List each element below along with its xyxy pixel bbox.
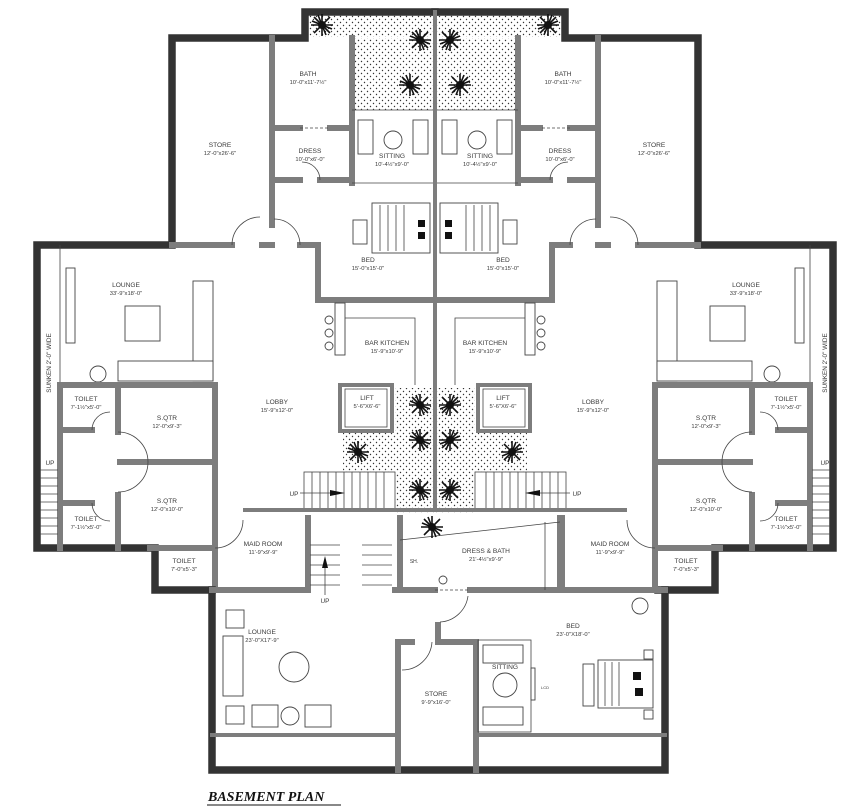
sqtr-lower-right-size: 12'-0"x10'-0" (690, 507, 722, 513)
sqtr-upper-left-name: S.QTR (157, 415, 177, 422)
shower-label: SH. (410, 559, 418, 565)
bar-kitchen-right-name: BAR KITCHEN (463, 340, 508, 347)
bar-kitchen-left-name: BAR KITCHEN (365, 340, 410, 347)
plan-title: BASEMENT PLAN (207, 790, 325, 805)
toilet-lower-right-name: TOILET (775, 516, 798, 523)
toilet-lower-left-name: TOILET (75, 516, 98, 523)
lift-left-size: 5'-6"X6'-6" (354, 404, 381, 410)
dress-right-size: 10'-0"x6'-0" (545, 157, 574, 163)
lounge-left-size: 33'-9"x18'-0" (110, 291, 142, 297)
store-bottom-size: 9'-9"x16'-0" (421, 700, 450, 706)
dress-and-bath-size: 21'-4½"x9'-9" (469, 556, 503, 563)
dress-and-bath-name: DRESS & BATH (462, 548, 510, 555)
bed-bottom-name: BED (566, 623, 580, 630)
room-labels: BATH10'-0"x11'-7½"BATH10'-0"x11'-7½"STOR… (46, 71, 830, 706)
sqtr-lower-right-name: S.QTR (696, 498, 716, 505)
bed-left-size: 15'-0"x15'-0" (352, 266, 384, 272)
toilet-upper-left-size: 7'-1½"x5'-0" (71, 404, 102, 411)
dress-left-size: 10'-0"x6'-0" (295, 157, 324, 163)
toilet-maid-left-size: 7'-0"x5'-3" (171, 567, 197, 573)
toilet-maid-left-name: TOILET (173, 558, 196, 565)
up-label-right-lobby: UP (573, 491, 582, 498)
sitting-right-name: SITTING (467, 153, 493, 160)
bath-left-size: 10'-0"x11'-7½" (290, 79, 327, 86)
toilet-maid-right-name: TOILET (675, 558, 698, 565)
store-right-name: STORE (643, 142, 666, 149)
lift-left-name: LIFT (360, 395, 374, 402)
plan-left-half (37, 12, 435, 590)
up-label-left-side: UP (46, 460, 55, 467)
toilet-upper-right-name: TOILET (775, 396, 798, 403)
toilet-upper-right-size: 7'-1½"x5'-0" (771, 404, 802, 411)
toilet-lower-right-size: 7'-1½"x5'-0" (771, 524, 802, 531)
bed-right-name: BED (496, 257, 510, 264)
bar-kitchen-left-size: 15'-9"x10'-9" (371, 349, 403, 355)
sqtr-upper-right-name: S.QTR (696, 415, 716, 422)
dress-left-name: DRESS (299, 148, 322, 155)
up-label-right-side: UP (821, 460, 830, 467)
maid-room-left-name: MAID ROOM (244, 541, 283, 548)
lift-right-size: 5'-6"X6'-6" (490, 404, 517, 410)
bed-right-size: 15'-0"x15'-0" (487, 266, 519, 272)
lobby-left-size: 15'-9"x12'-0" (261, 408, 293, 414)
bath-right-size: 10'-0"x11'-7½" (545, 79, 582, 86)
bed-bottom-size: 23'-0"X18'-0" (556, 632, 589, 638)
maid-room-right-size: 11'-9"x9'-9" (596, 550, 625, 556)
lounge-bottom-size: 23'-0"X17'-9" (245, 638, 278, 644)
plan-right-half (435, 12, 833, 590)
lift-right-name: LIFT (496, 395, 510, 402)
sitting-bottom-name: SITTING (492, 664, 518, 671)
store-bottom-name: STORE (425, 691, 448, 698)
bath-right-name: BATH (554, 71, 571, 78)
maid-room-right-name: MAID ROOM (591, 541, 630, 548)
lounge-right-size: 33'-9"x18'-0" (730, 291, 762, 297)
store-right-size: 12'-0"x26'-6" (638, 151, 670, 157)
toilet-maid-right-size: 7'-0"x5'-3" (673, 567, 699, 573)
toilet-lower-left-size: 7'-1½"x5'-0" (71, 524, 102, 531)
store-left-size: 12'-0"x26'-6" (204, 151, 236, 157)
up-label-left-lobby: UP (290, 491, 299, 498)
lower-section (208, 515, 669, 774)
sqtr-lower-left-size: 12'-0"x10'-0" (151, 507, 183, 513)
lcd-label: LCD (541, 685, 549, 690)
store-left-name: STORE (209, 142, 232, 149)
sitting-left-size: 10'-4½"x9'-0" (375, 161, 409, 168)
sunken-note-right: SUNKEN 2'-0" WIDE (822, 333, 829, 393)
up-label-center: UP (321, 598, 330, 605)
maid-room-left-size: 11'-9"x9'-9" (249, 550, 278, 556)
sqtr-lower-left-name: S.QTR (157, 498, 177, 505)
bed-left-name: BED (361, 257, 375, 264)
bath-left-name: BATH (299, 71, 316, 78)
toilet-upper-left-name: TOILET (75, 396, 98, 403)
sqtr-upper-right-size: 12'-0"x9'-3" (691, 424, 720, 430)
lounge-left-name: LOUNGE (112, 282, 140, 289)
sitting-left-name: SITTING (379, 153, 405, 160)
lounge-bottom-name: LOUNGE (248, 629, 276, 636)
bar-kitchen-right-size: 15'-9"x10'-9" (469, 349, 501, 355)
sunken-note-left: SUNKEN 2'-0" WIDE (46, 333, 53, 393)
sqtr-upper-left-size: 12'-0"x9'-3" (152, 424, 181, 430)
lounge-right-name: LOUNGE (732, 282, 760, 289)
sitting-right-size: 10'-4½"x9'-0" (463, 161, 497, 168)
dress-right-name: DRESS (549, 148, 572, 155)
lobby-right-name: LOBBY (582, 399, 605, 406)
lobby-right-size: 15'-9"x12'-0" (577, 408, 609, 414)
lobby-left-name: LOBBY (266, 399, 289, 406)
